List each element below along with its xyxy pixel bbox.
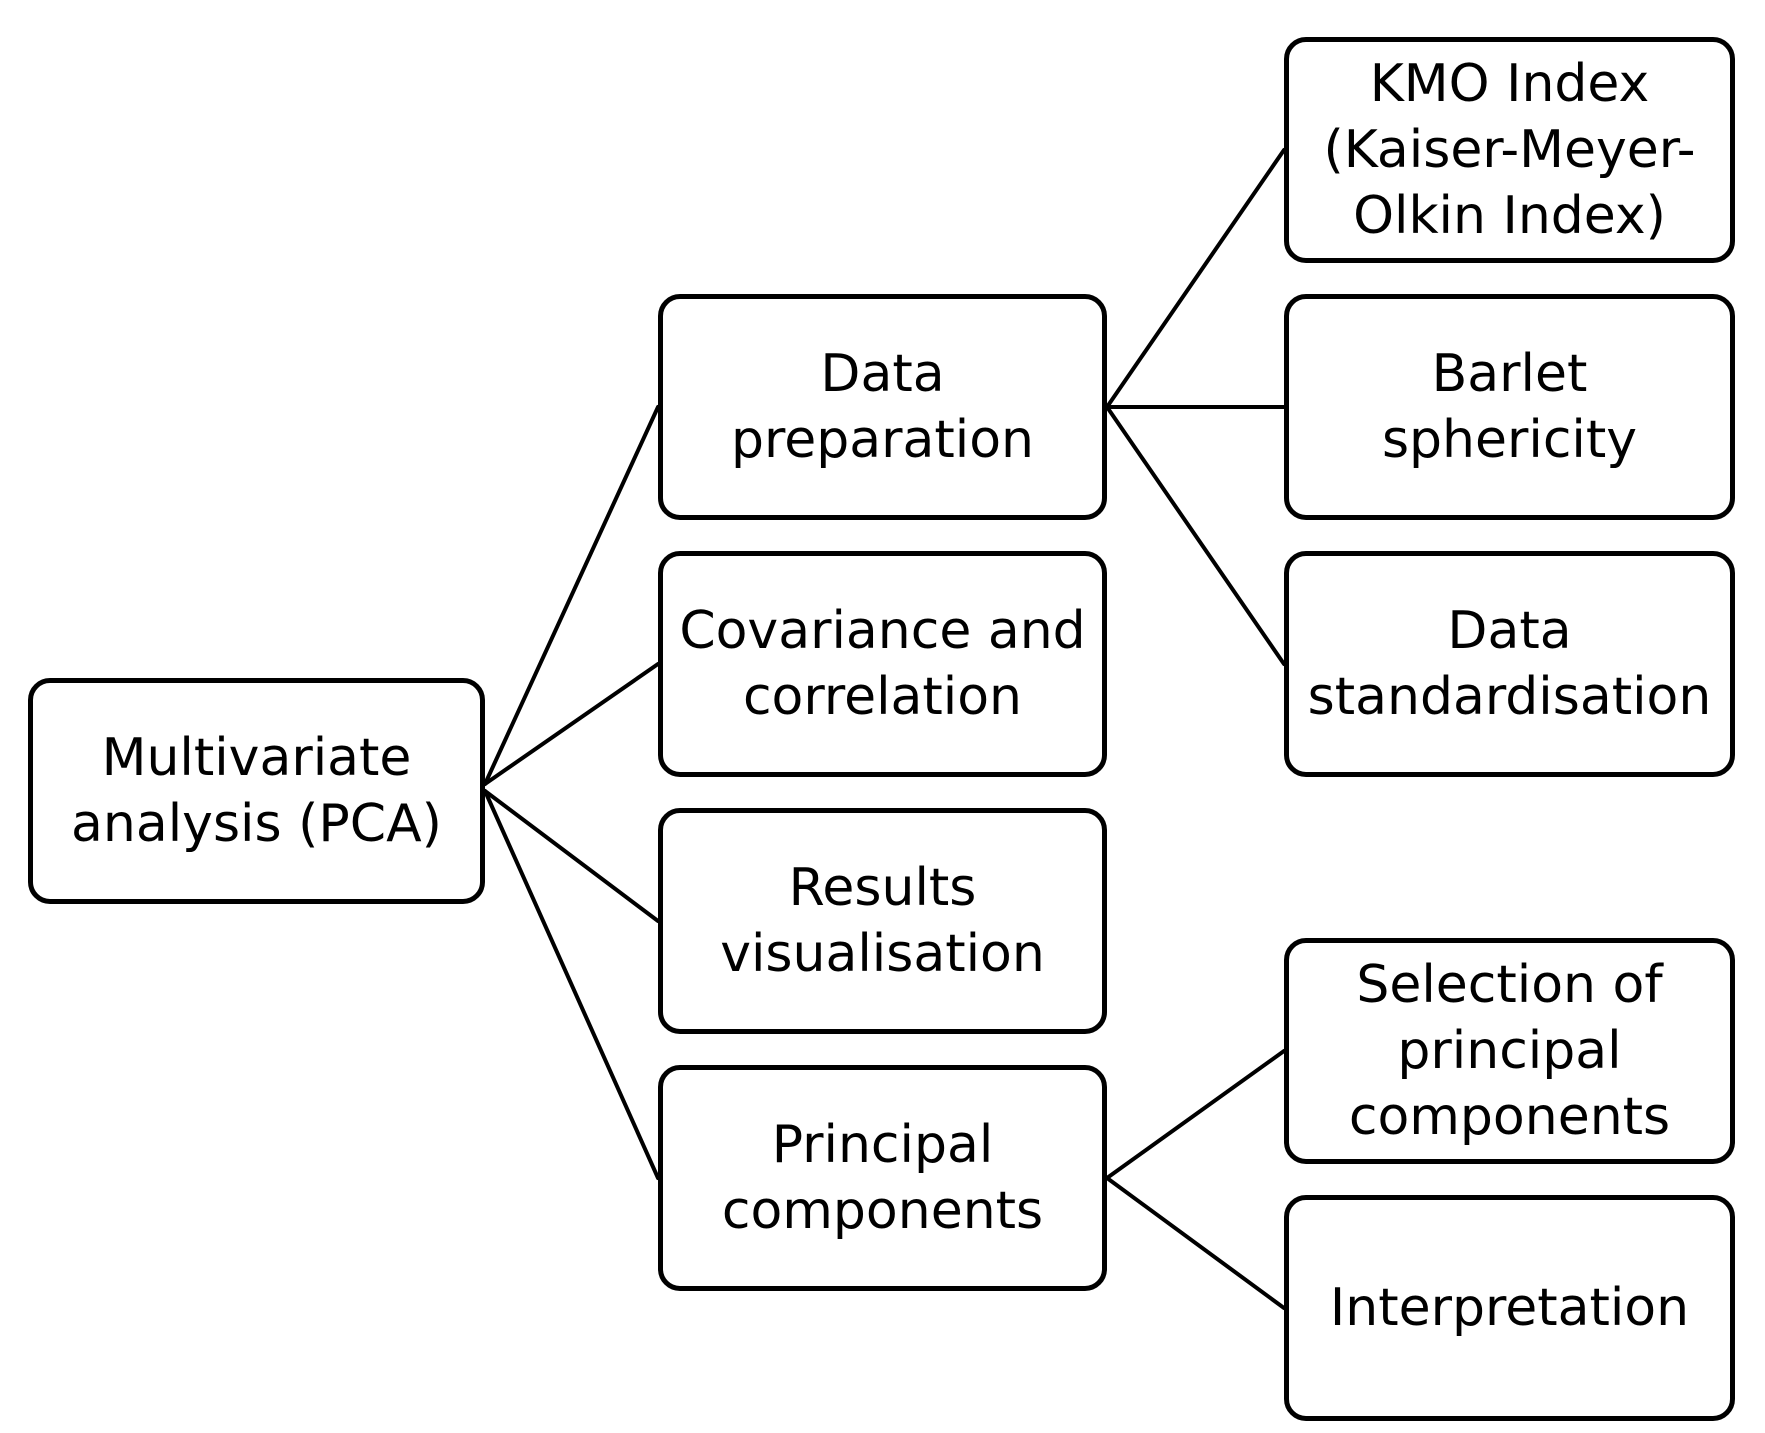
node-data-standardisation: Data standardisation — [1284, 551, 1735, 777]
node-results-visualisation: Results visualisation — [658, 808, 1107, 1034]
node-barlet-sphericity: Barlet sphericity — [1284, 294, 1735, 520]
edge-preparation-kmo — [1105, 148, 1286, 409]
node-covariance-correlation: Covariance and correlation — [658, 551, 1107, 777]
edge-root-covariance — [483, 662, 660, 786]
node-label: Barlet sphericity — [1381, 343, 1638, 470]
node-label: Multivariate analysis (PCA) — [71, 727, 442, 854]
node-label: Selection of principal components — [1348, 954, 1671, 1148]
node-selection-principal-components: Selection of principal components — [1284, 938, 1735, 1164]
node-label: Covariance and correlation — [679, 600, 1086, 727]
node-multivariate-analysis: Multivariate analysis (PCA) — [28, 678, 485, 904]
edge-root-data-preparation — [483, 405, 660, 786]
edge-preparation-standardisation — [1105, 405, 1286, 666]
edge-root-principal — [483, 789, 660, 1180]
node-label: KMO Index (Kaiser-Meyer- Olkin Index) — [1323, 53, 1696, 247]
node-data-preparation: Data preparation — [658, 294, 1107, 520]
node-label: Results visualisation — [720, 857, 1045, 984]
node-principal-components: Principal components — [658, 1065, 1107, 1291]
edge-principal-selection — [1105, 1049, 1286, 1180]
node-label: Interpretation — [1329, 1277, 1690, 1338]
node-label: Principal components — [721, 1114, 1044, 1241]
node-kmo-index: KMO Index (Kaiser-Meyer- Olkin Index) — [1284, 37, 1735, 263]
edge-root-results — [483, 789, 660, 923]
node-label: Data standardisation — [1307, 600, 1712, 727]
edge-principal-interpretation — [1105, 1176, 1286, 1310]
node-label: Data preparation — [731, 343, 1034, 470]
node-interpretation: Interpretation — [1284, 1195, 1735, 1421]
